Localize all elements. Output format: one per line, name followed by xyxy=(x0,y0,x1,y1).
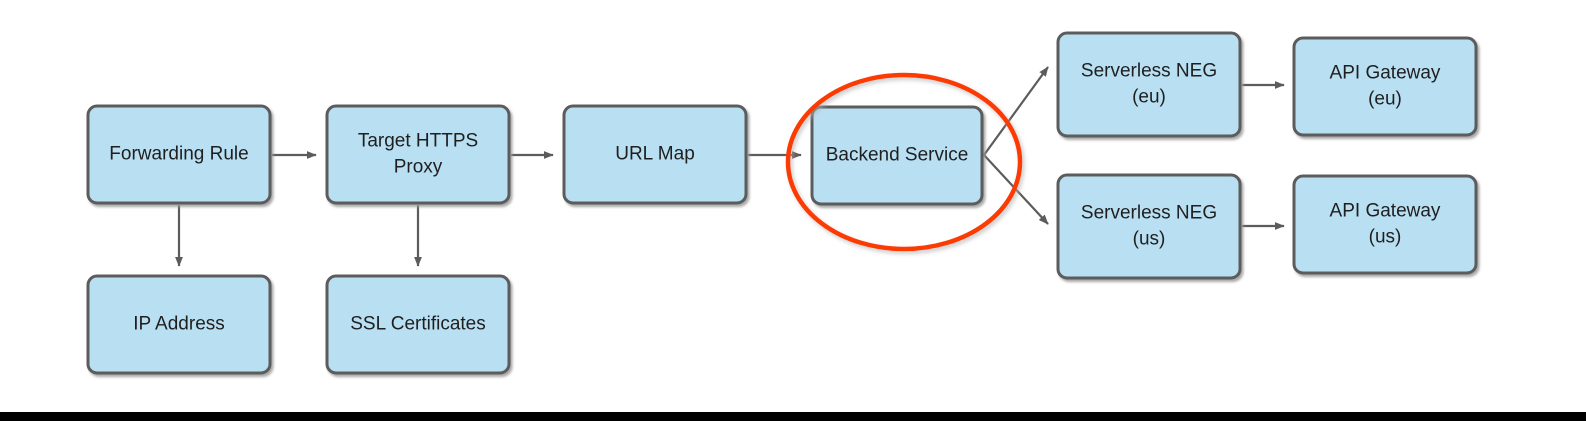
node-label-target-https-proxy: Proxy xyxy=(394,157,443,178)
node-box-serverless-neg-eu xyxy=(1056,31,1242,138)
node-url-map[interactable]: URL Map xyxy=(562,104,748,205)
node-label-api-gateway-us: API Gateway xyxy=(1330,201,1441,222)
node-box-backend-service xyxy=(810,105,984,206)
node-serverless-neg-us[interactable]: Serverless NEG (us) xyxy=(1056,173,1242,280)
node-box-api-gateway-us xyxy=(1292,174,1478,275)
node-box-url-map xyxy=(562,104,748,205)
node-label-ssl-certificates: SSL Certificates xyxy=(350,314,486,335)
node-backend-service[interactable]: Backend Service xyxy=(810,105,984,206)
node-ssl-certificates[interactable]: SSL Certificates xyxy=(325,274,511,375)
node-label-serverless-neg-eu: (eu) xyxy=(1132,87,1166,108)
node-label-serverless-neg-us: Serverless NEG xyxy=(1081,203,1217,224)
edge-backend-to-neg-eu xyxy=(983,66,1049,156)
node-box-serverless-neg-us xyxy=(1056,173,1242,280)
node-label-target-https-proxy: Target HTTPS xyxy=(358,131,478,152)
bottom-border-bar xyxy=(0,412,1586,421)
node-label-api-gateway-us: (us) xyxy=(1369,227,1402,248)
node-box-ssl-certificates xyxy=(325,274,511,375)
node-serverless-neg-eu[interactable]: Serverless NEG (eu) xyxy=(1056,31,1242,138)
annotations-layer xyxy=(785,72,1023,252)
node-label-ip-address: IP Address xyxy=(133,314,225,335)
node-target-https-proxy[interactable]: Target HTTPS Proxy xyxy=(325,104,511,205)
node-forwarding-rule[interactable]: Forwarding Rule xyxy=(86,104,272,205)
node-box-target-https-proxy xyxy=(325,104,511,205)
node-api-gateway-eu[interactable]: API Gateway (eu) xyxy=(1292,36,1478,137)
node-label-api-gateway-eu: (eu) xyxy=(1368,89,1402,110)
node-box-ip-address xyxy=(86,274,272,375)
node-label-serverless-neg-us: (us) xyxy=(1133,229,1166,250)
node-box-forwarding-rule xyxy=(86,104,272,205)
node-label-forwarding-rule: Forwarding Rule xyxy=(109,144,248,165)
node-label-api-gateway-eu: API Gateway xyxy=(1330,63,1441,84)
backend-service-highlight xyxy=(785,72,1023,252)
node-box-api-gateway-eu xyxy=(1292,36,1478,137)
node-api-gateway-us[interactable]: API Gateway (us) xyxy=(1292,174,1478,275)
node-label-serverless-neg-eu: Serverless NEG xyxy=(1081,61,1217,82)
nodes-layer: Forwarding Rule Target HTTPS Proxy URL Map B… xyxy=(86,31,1478,375)
node-label-backend-service: Backend Service xyxy=(826,145,969,166)
node-ip-address[interactable]: IP Address xyxy=(86,274,272,375)
node-label-url-map: URL Map xyxy=(615,144,695,165)
